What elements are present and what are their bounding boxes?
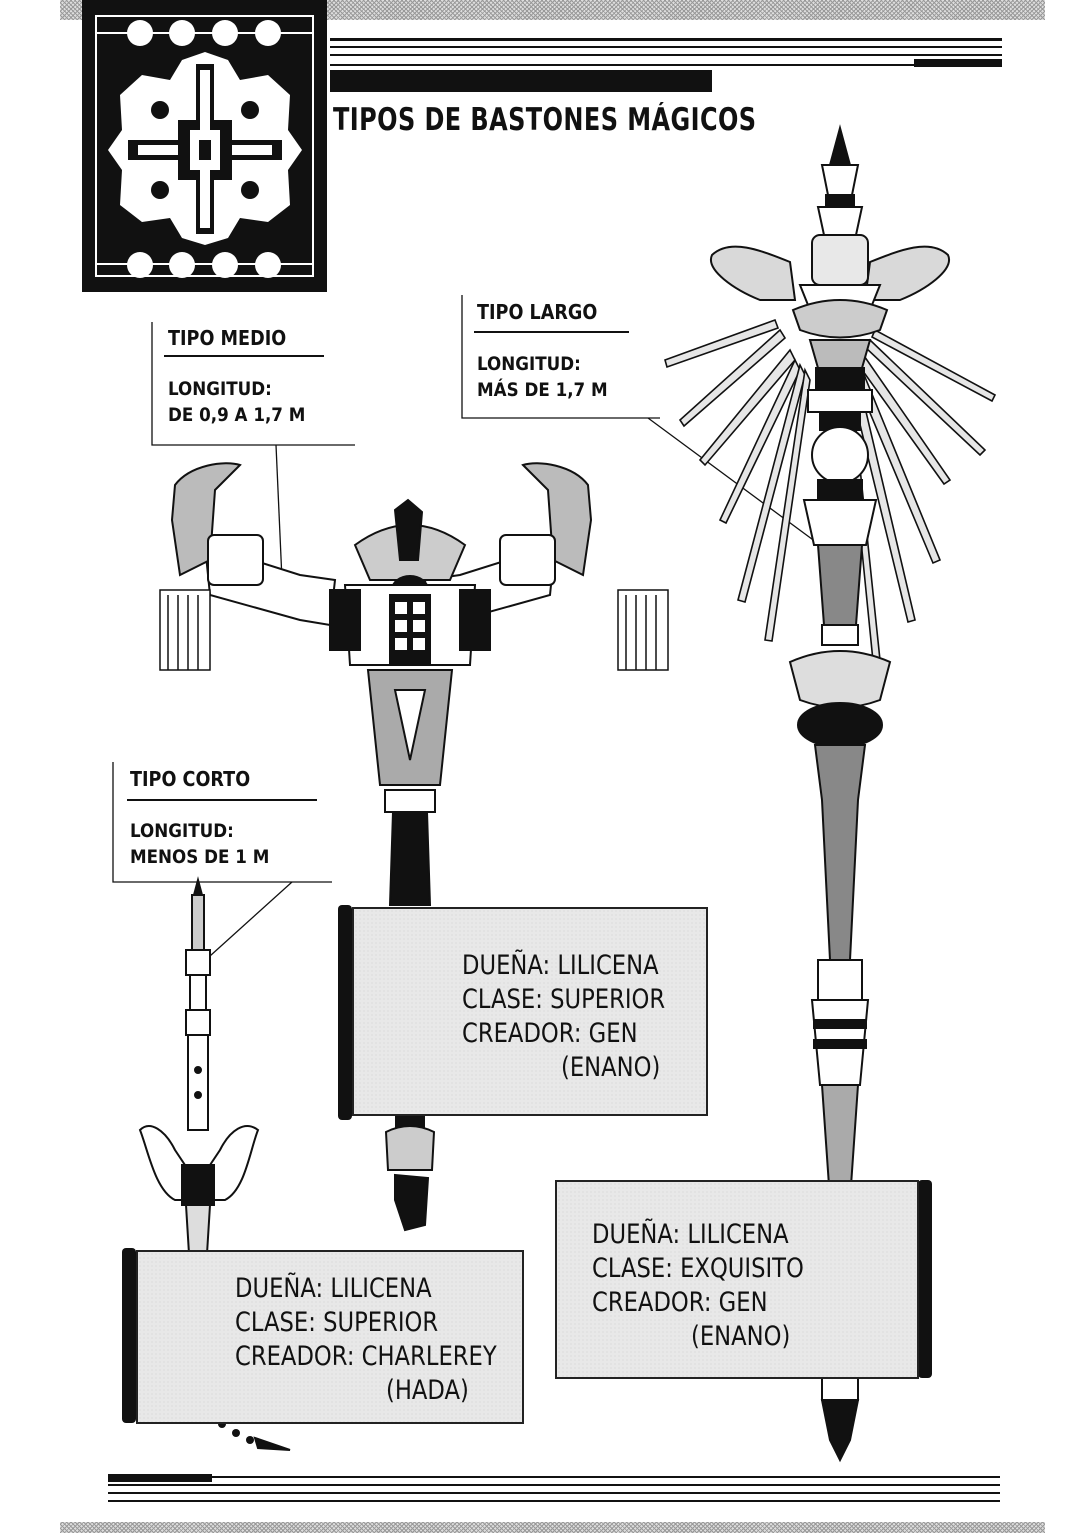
label-medio-length-value: DE 0,9 A 1,7 M bbox=[168, 404, 306, 426]
info-largo-owner: DUEÑA: LILICENA bbox=[592, 1219, 789, 1250]
info-largo-class: CLASE: EXQUISITO bbox=[592, 1253, 804, 1284]
info-medio-creator: CREADOR: GEN bbox=[462, 1018, 638, 1049]
label-largo-length-value: MÁS DE 1,7 M bbox=[477, 379, 608, 401]
header-rule-1 bbox=[330, 38, 1002, 41]
header-rule-4 bbox=[330, 64, 1002, 66]
footer-rule-3 bbox=[108, 1492, 1000, 1494]
info-box-medio: DUEÑA: LILICENA CLASE: SUPERIOR CREADOR:… bbox=[352, 907, 708, 1116]
label-corto-name: TIPO CORTO bbox=[130, 767, 251, 791]
bottom-halftone-border bbox=[60, 1522, 1045, 1533]
info-largo-creator: CREADOR: GEN bbox=[592, 1287, 768, 1318]
label-largo-underline bbox=[474, 331, 629, 333]
info-box-largo: DUEÑA: LILICENA CLASE: EXQUISITO CREADOR… bbox=[555, 1180, 919, 1379]
label-largo-name: TIPO LARGO bbox=[477, 300, 598, 324]
header-rule-bar bbox=[330, 70, 712, 92]
info-corto-class: CLASE: SUPERIOR bbox=[235, 1307, 439, 1338]
info-largo-creator-race: (ENANO) bbox=[691, 1321, 791, 1352]
footer-rule-1 bbox=[108, 1476, 1000, 1478]
footer-rule-2 bbox=[108, 1484, 1000, 1486]
info-medio-class: CLASE: SUPERIOR bbox=[462, 984, 666, 1015]
info-medio-creator-race: (ENANO) bbox=[561, 1052, 661, 1083]
info-corto-creator: CREADOR: CHARLEREY bbox=[235, 1341, 497, 1372]
header-rule-accent bbox=[914, 59, 1002, 67]
header-rule-2 bbox=[330, 46, 1002, 48]
label-medio-length-label: LONGITUD: bbox=[168, 378, 272, 400]
info-box-corto-scroll-left bbox=[122, 1248, 136, 1423]
label-corto-length-label: LONGITUD: bbox=[130, 820, 234, 842]
info-corto-creator-race: (HADA) bbox=[386, 1375, 469, 1406]
label-corto-length-value: MENOS DE 1 M bbox=[130, 846, 270, 868]
info-box-corto: DUEÑA: LILICENA CLASE: SUPERIOR CREADOR:… bbox=[136, 1250, 524, 1424]
footer-rule-4 bbox=[108, 1500, 1000, 1502]
label-medio-underline bbox=[164, 355, 324, 357]
info-box-largo-scroll-right bbox=[918, 1180, 932, 1378]
label-largo-length-label: LONGITUD: bbox=[477, 353, 581, 375]
info-medio-owner: DUEÑA: LILICENA bbox=[462, 950, 659, 981]
info-box-medio-scroll-left bbox=[338, 905, 352, 1120]
page-title: TIPOS DE BASTONES MÁGICOS bbox=[333, 102, 757, 138]
footer-rule-bar bbox=[108, 1474, 212, 1482]
label-corto-underline bbox=[127, 799, 317, 801]
label-medio-name: TIPO MEDIO bbox=[168, 326, 287, 350]
header-rule-3 bbox=[330, 54, 1002, 56]
info-corto-owner: DUEÑA: LILICENA bbox=[235, 1273, 432, 1304]
